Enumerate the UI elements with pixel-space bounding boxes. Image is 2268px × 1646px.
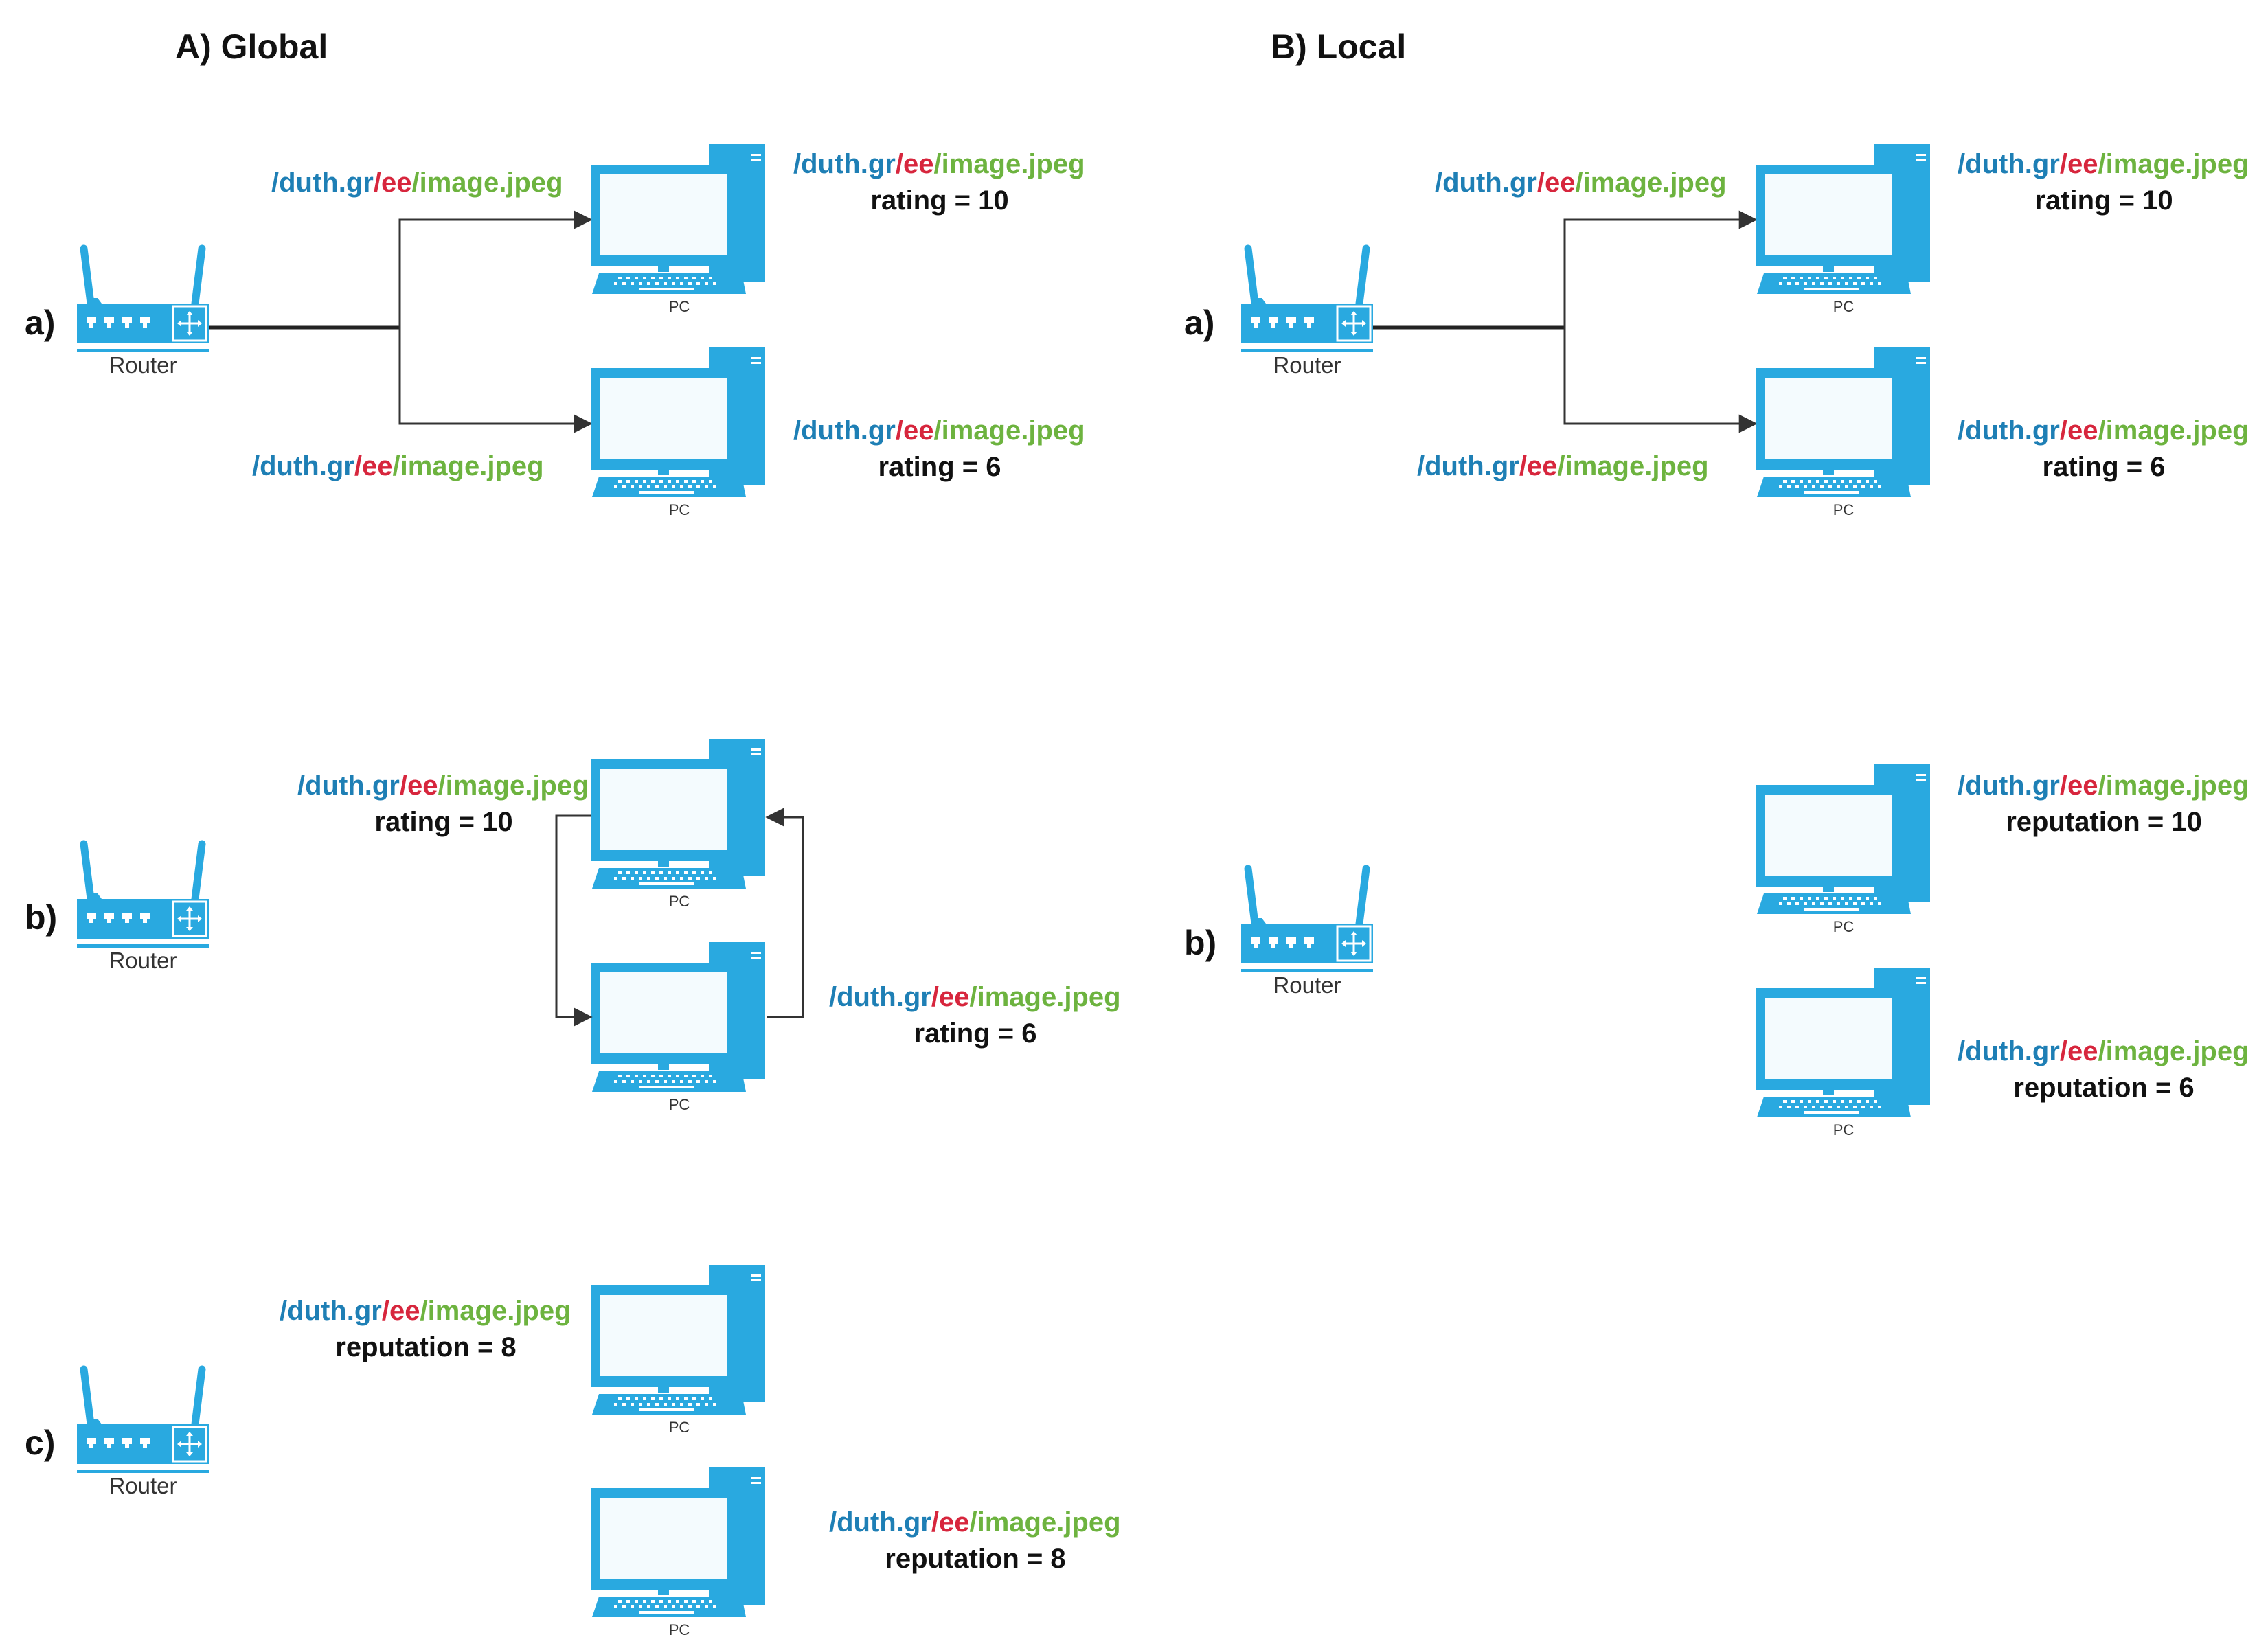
rating-value: rating = 10	[870, 185, 1008, 216]
rating-value: rating = 6	[2043, 452, 2166, 482]
router-icon	[77, 844, 209, 948]
reputation-value: reputation = 10	[2006, 807, 2202, 837]
pc-label: PC	[1833, 1121, 1855, 1139]
pc-label: PC	[669, 1621, 690, 1638]
url-text: /duth.gr/ee/image.jpeg	[829, 1507, 1121, 1538]
url-text: /duth.gr/ee/image.jpeg	[829, 982, 1121, 1012]
pc-icon	[1756, 347, 1930, 497]
url-text: /duth.gr/ee/image.jpeg	[1958, 1036, 2249, 1066]
rating-value: rating = 10	[374, 807, 512, 837]
reputation-value: reputation = 6	[2013, 1073, 2194, 1103]
row-label-global-a: a)	[25, 304, 55, 342]
pc-label: PC	[669, 893, 690, 910]
pc-label: PC	[669, 298, 690, 315]
pc-label: PC	[1833, 501, 1855, 518]
pc-icon	[1756, 764, 1930, 914]
url-text: /duth.gr/ee/image.jpeg	[252, 451, 544, 481]
arrow-icon	[398, 328, 593, 433]
pc-icon	[1756, 968, 1930, 1117]
url-text: /duth.gr/ee/image.jpeg	[1958, 149, 2249, 179]
router-label: Router	[1273, 972, 1341, 998]
row-label-global-b: b)	[25, 898, 57, 937]
arrow-icon	[765, 808, 804, 1018]
section-title-local: B) Local	[1271, 27, 1406, 66]
row-label-local-a: a)	[1184, 304, 1214, 342]
router-icon	[1241, 249, 1373, 352]
arrow-icon	[398, 210, 593, 328]
row-label-global-c: c)	[25, 1424, 55, 1462]
url-text: /duth.gr/ee/image.jpeg	[1417, 451, 1709, 481]
pc-label: PC	[669, 1419, 690, 1436]
url-text: /duth.gr/ee/image.jpeg	[280, 1296, 571, 1326]
url-text: /duth.gr/ee/image.jpeg	[297, 770, 589, 801]
pc-label: PC	[1833, 298, 1855, 315]
router-icon	[77, 249, 209, 352]
arrow-icon	[1563, 328, 1758, 433]
rating-value: rating = 10	[2034, 185, 2173, 216]
pc-icon	[591, 1467, 765, 1617]
arrow-icon	[555, 814, 593, 1027]
router-icon	[1241, 869, 1373, 972]
rating-value: rating = 6	[914, 1018, 1037, 1049]
url-text: /duth.gr/ee/image.jpeg	[1958, 770, 2249, 801]
url-text: /duth.gr/ee/image.jpeg	[1435, 168, 1727, 198]
pc-label: PC	[669, 1096, 690, 1113]
router-label: Router	[109, 948, 177, 973]
url-text: /duth.gr/ee/image.jpeg	[1958, 415, 2249, 446]
pc-icon	[591, 144, 765, 294]
reputation-value: reputation = 8	[335, 1332, 516, 1362]
router-icon	[77, 1369, 209, 1473]
router-label: Router	[109, 352, 177, 378]
pc-icon	[591, 942, 765, 1092]
reputation-value: reputation = 8	[885, 1544, 1065, 1574]
router-label: Router	[1273, 352, 1341, 378]
router-label: Router	[109, 1473, 177, 1498]
rating-value: rating = 6	[878, 452, 1001, 482]
pc-icon	[1756, 144, 1930, 294]
pc-icon	[591, 1265, 765, 1415]
url-text: /duth.gr/ee/image.jpeg	[271, 168, 563, 198]
section-title-global: A) Global	[175, 27, 328, 66]
row-label-local-b: b)	[1184, 924, 1216, 962]
pc-icon	[591, 347, 765, 497]
pc-label: PC	[1833, 918, 1855, 935]
url-text: /duth.gr/ee/image.jpeg	[793, 415, 1085, 446]
arrow-icon	[1563, 210, 1758, 328]
pc-label: PC	[669, 501, 690, 518]
pc-icon	[591, 739, 765, 889]
url-text: /duth.gr/ee/image.jpeg	[793, 149, 1085, 179]
